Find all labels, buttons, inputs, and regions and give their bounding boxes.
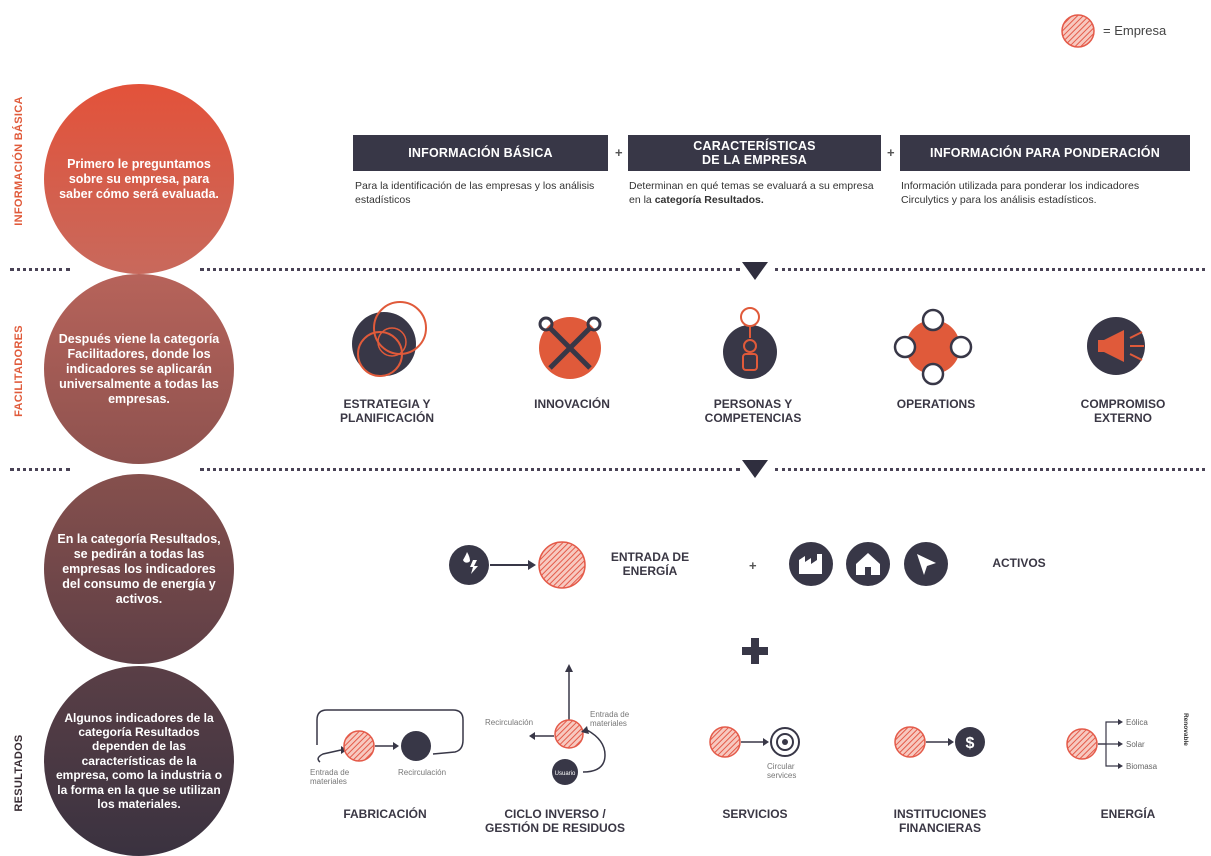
caption-line2: PLANIFICACIÓN <box>340 410 434 425</box>
activos-icons <box>789 542 948 586</box>
caption-line2: ENERGÍA <box>622 563 678 578</box>
separator-dots <box>10 468 70 471</box>
info-box-label: INFORMACIÓN PARA PONDERACIÓN <box>930 145 1160 160</box>
legend-label: = Empresa <box>1103 23 1167 38</box>
caption-line1: OPERATIONS <box>896 397 976 411</box>
megaphone-icon <box>1087 317 1145 375</box>
biomasa-label: Biomasa <box>1126 762 1158 771</box>
facilitador-caption-compromiso: COMPROMISO EXTERNO <box>1043 397 1203 426</box>
eolica-label: Eólica <box>1126 718 1148 727</box>
people-icon <box>723 307 777 379</box>
intro-circle-resultados-especificos: Algunos indicadores de la categoría Resu… <box>44 666 234 856</box>
info-desc-ponderacion: Información utilizada para ponderar los … <box>901 180 1140 206</box>
caption-line2: EXTERNO <box>1093 410 1152 425</box>
caption-fabricacion: FABRICACIÓN <box>343 807 427 821</box>
facilitador-caption-innovacion: INNOVACIÓN <box>492 397 652 412</box>
info-desc-text: Determinan en qué temas se evaluará a su… <box>629 180 874 206</box>
circular-services-label: Circular services <box>767 762 796 780</box>
small-line1: Entrada de <box>590 710 630 719</box>
caption-energia: ENERGÍA <box>1100 807 1156 821</box>
caption-line1: CICLO INVERSO / <box>504 807 606 821</box>
caption-servicios: SERVICIOS <box>722 807 788 821</box>
facilitador-caption-personas: PERSONAS Y COMPETENCIAS <box>673 397 833 426</box>
instituciones-diagram: $ <box>894 726 985 758</box>
small-line1: Circular <box>767 762 795 771</box>
ciclo-inverso-diagram: Usuario <box>529 664 606 785</box>
separator-dots <box>200 268 740 271</box>
caption-line1: COMPROMISO <box>1080 397 1166 411</box>
strategy-icon <box>352 301 427 377</box>
fab-entrada-label: Entrada de materiales <box>310 768 349 786</box>
info-desc-bold: categoría Resultados. <box>654 193 764 206</box>
info-box-label: INFORMACIÓN BÁSICA <box>408 145 553 160</box>
caption-line2: GESTIÓN DE RESIDUOS <box>484 820 626 835</box>
intro-circle-facilitadores: Después viene la categoría Facilitadores… <box>44 274 234 464</box>
small-line2: materiales <box>310 777 347 787</box>
fabricacion-diagram <box>316 709 464 763</box>
plus-sign: + <box>749 558 757 573</box>
empresa-legend-icon <box>1061 14 1095 48</box>
caption-instituciones: INSTITUCIONES FINANCIERAS <box>860 807 1020 836</box>
separator-dots <box>775 468 1205 471</box>
facilitador-caption-operations: OPERATIONS <box>856 397 1016 412</box>
info-box-ponderacion: INFORMACIÓN PARA PONDERACIÓN <box>900 135 1190 171</box>
section-label-facilitadores: FACILITADORES <box>13 325 25 417</box>
intro-circle-informacion: Primero le preguntamos sobre su empresa,… <box>44 84 234 274</box>
facilitador-caption-estrategia: ESTRATEGIA Y PLANIFICACIÓN <box>307 397 467 426</box>
section-label-resultados: RESULTADOS <box>13 734 25 812</box>
caption-line1: PERSONAS Y <box>713 397 793 411</box>
intro-text-resultados: En la categoría Resultados, se pedirán a… <box>57 531 221 606</box>
plus-icon <box>742 638 768 664</box>
energia-diagram: Eólica Solar Biomasa Renovable <box>1066 713 1189 771</box>
down-arrow-icon <box>742 262 768 280</box>
caption-line2: COMPETENCIAS <box>704 410 802 425</box>
activos-caption: ACTIVOS <box>992 556 1046 570</box>
caption-line1: ENTRADA DE <box>610 550 690 564</box>
caption-line2: FINANCIERAS <box>898 820 981 835</box>
dollar-icon: $ <box>966 735 975 752</box>
separator-dots <box>200 468 740 471</box>
solar-label: Solar <box>1126 740 1145 749</box>
info-box-label-line2: DE LA EMPRESA <box>702 153 807 167</box>
info-desc-informacion-basica: Para la identificación de las empresas y… <box>355 180 595 206</box>
caption-line1: INSTITUCIONES <box>893 807 987 821</box>
info-box-label-line1: CARACTERÍSTICAS <box>693 138 816 153</box>
small-line2: materiales <box>590 719 627 729</box>
intro-circle-resultados: En la categoría Resultados, se pedirán a… <box>44 474 234 664</box>
section-label-informacion-basica: INFORMACIÓN BÁSICA <box>13 96 25 226</box>
usuario-label: Usuario <box>555 771 576 777</box>
separator-dots <box>10 268 70 271</box>
innovation-tools-icon <box>538 316 602 379</box>
caption-line1: INNOVACIÓN <box>534 397 610 411</box>
fab-recirculacion-label: Recirculación <box>398 768 447 777</box>
small-line2: services <box>767 771 797 781</box>
intro-text-facilitadores: Después viene la categoría Facilitadores… <box>58 331 220 406</box>
ciclo-recirculacion-label: Recirculación <box>485 718 534 727</box>
renovable-label: Renovable <box>1182 713 1189 746</box>
down-arrow-icon <box>742 460 768 478</box>
caption-ciclo-inverso: CICLO INVERSO / GESTIÓN DE RESIDUOS <box>475 807 635 836</box>
entrada-energia-caption: ENTRADA DE ENERGÍA <box>580 550 720 579</box>
intro-text-resultados-especificos: Algunos indicadores de la categoría Resu… <box>55 710 223 811</box>
ciclo-entrada-label: Entrada de materiales <box>590 710 629 728</box>
info-desc-caracteristicas: Determinan en qué temas se evaluará a su… <box>629 180 881 207</box>
empresa-circle-icon <box>538 541 586 589</box>
operations-network-icon <box>893 308 973 386</box>
small-line1: Entrada de <box>310 768 350 777</box>
energy-input-diagram <box>449 541 586 589</box>
plus-sign: + <box>887 145 895 160</box>
servicios-diagram <box>709 726 800 758</box>
info-box-caracteristicas: CARACTERÍSTICAS DE LA EMPRESA <box>628 135 881 171</box>
intro-text-informacion: Primero le preguntamos sobre su empresa,… <box>59 156 219 201</box>
info-box-informacion-basica: INFORMACIÓN BÁSICA <box>353 135 608 171</box>
energy-drop-icon <box>449 545 489 585</box>
plus-sign: + <box>615 145 623 160</box>
caption-line1: ESTRATEGIA Y <box>343 397 431 411</box>
separator-dots <box>775 268 1205 271</box>
